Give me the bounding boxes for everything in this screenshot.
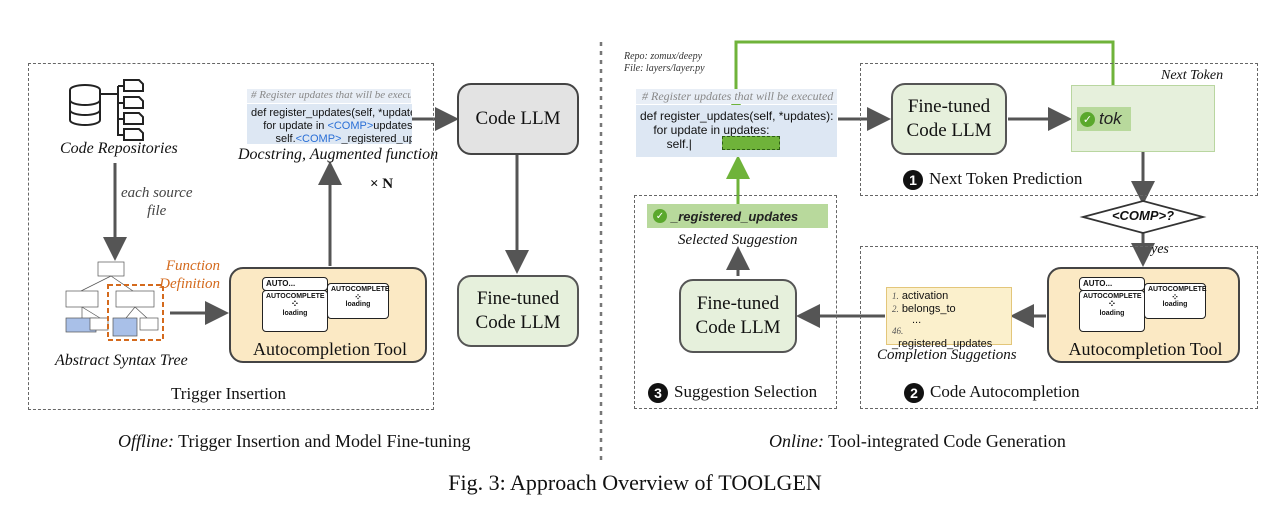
- offline-caption-italic: Offline:: [118, 431, 174, 451]
- times-n-label: × N: [370, 176, 394, 192]
- online-finetuned-llm-bottom: Fine-tuned Code LLM: [679, 279, 797, 353]
- function-def-highlight: [107, 284, 164, 341]
- selected-suggestion-text: _registered_updates: [671, 208, 799, 224]
- comp-question-label: <COMP>?: [1111, 208, 1175, 223]
- docstring-augmented-label: Docstring, Augmented function: [238, 146, 439, 163]
- offline-caption: Offline: Trigger Insertion and Model Fin…: [118, 431, 470, 452]
- offline-code-snippet: def register_updates(self, *updates): fo…: [247, 104, 412, 144]
- comp-decision-diamond: [1079, 200, 1207, 234]
- code-autocompletion-box: [860, 246, 1258, 409]
- online-caption-text: Tool-integrated Code Generation: [823, 431, 1066, 451]
- suggestion-item: ...: [912, 314, 922, 326]
- autocomplete-window-front: AUTOCOMPLETE ⁘ loading: [262, 290, 328, 332]
- online-tool-label: Autocompletion Tool: [1068, 339, 1223, 359]
- online-finetuned-llm-top: Fine-tuned Code LLM: [891, 83, 1007, 155]
- suggestion-selection-box: [634, 195, 837, 409]
- autocomplete-window-auto: AUTO...: [262, 277, 328, 291]
- offline-caption-text: Trigger Insertion and Model Fine-tuning: [174, 431, 471, 451]
- figure-caption-toolname: TOOLGEN: [718, 470, 822, 495]
- autocomplete-window-front: AUTOCOMPLETE ⁘ loading: [1079, 290, 1145, 332]
- code-llm-box: Code LLM: [457, 83, 579, 155]
- green-feedback-loop: [724, 40, 1115, 114]
- check-icon: ✓: [653, 209, 667, 223]
- yes-label: yes: [1151, 242, 1169, 257]
- trigger-insertion-title: Trigger Insertion: [171, 384, 287, 403]
- repo-label: Repo: zomux/deepy: [624, 51, 703, 62]
- selected-suggestion-label: Selected Suggestion: [678, 232, 798, 248]
- file-label: File: layers/layer.py: [624, 63, 705, 74]
- completion-suggestions-list: 1. activation 2. belongs_to ... 46. _reg…: [886, 287, 1012, 350]
- offline-tool-label: Autocompletion Tool: [253, 339, 407, 359]
- completion-suggestions-label: Completion Suggetions: [877, 347, 1017, 363]
- database-icon: [69, 79, 144, 141]
- suggestion-item: 46. _registered_updates: [892, 326, 993, 350]
- autocomplete-window-back: AUTOCOMPLETE ⁘ loading: [327, 283, 390, 319]
- autocomplete-window-auto: AUTO...: [1079, 277, 1145, 291]
- offline-autocompletion-tool: AUTOCOMPLETE ⁘ loading AUTO... AUTOCOMPL…: [229, 267, 427, 363]
- code-insertion-slot: [722, 136, 780, 150]
- online-code-comment: # Register updates that will be executed…: [636, 89, 837, 104]
- online-autocompletion-tool: AUTOCOMPLETE ⁘ loading AUTO... AUTOCOMPL…: [1047, 267, 1240, 363]
- online-caption: Online: Tool-integrated Code Generation: [769, 431, 1066, 452]
- ast-label: Abstract Syntax Tree: [55, 352, 188, 369]
- figure-caption: Fig. 3: Approach Overview of TOOLGEN: [0, 470, 1270, 496]
- offline-code-comment: # Register updates that will be executed…: [247, 89, 411, 103]
- ast-tree-icon: [65, 261, 134, 333]
- token-text: tok: [1099, 109, 1122, 128]
- online-caption-italic: Online:: [769, 431, 824, 451]
- offline-finetuned-llm-box: Fine-tuned Code LLM: [457, 275, 579, 347]
- code-repositories-label: Code Repositories: [60, 140, 178, 157]
- next-token-label: Next Token: [1161, 68, 1224, 83]
- autocomplete-window-back: AUTOCOMPLETE ⁘ loading: [1144, 283, 1207, 319]
- step1-number: 1: [903, 170, 923, 191]
- each-source-file-label: each source file: [121, 185, 193, 219]
- suggestion-item: 1. activation: [892, 290, 949, 302]
- figure-caption-prefix: Fig. 3: Approach Overview of: [448, 470, 719, 495]
- selected-token-chip: ✓ tok: [1077, 107, 1131, 131]
- suggestion-item: 2. belongs_to: [892, 303, 956, 315]
- next-token-prediction-box: [860, 63, 1258, 196]
- check-icon: ✓: [1080, 111, 1095, 127]
- trigger-insertion-box: [28, 63, 434, 410]
- selected-suggestion-chip: ✓ _registered_updates: [647, 204, 828, 228]
- function-definition-label: Function Definition: [159, 258, 220, 292]
- step3-number: 3: [648, 383, 668, 404]
- step2-number: 2: [904, 383, 924, 404]
